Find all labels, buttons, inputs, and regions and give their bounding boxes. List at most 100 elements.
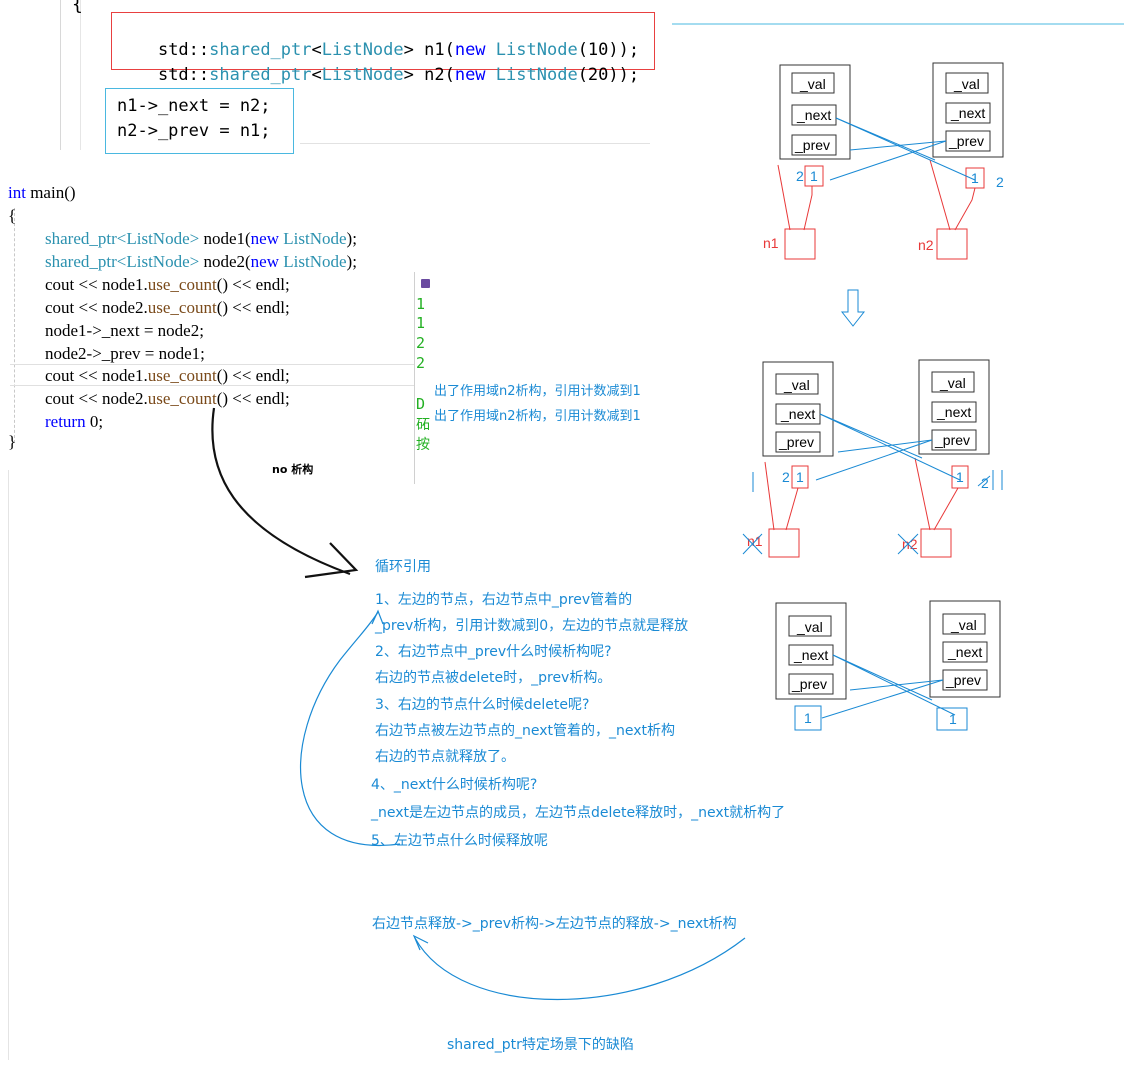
main-close-brace: } [8,432,17,451]
pointer-label-n1: n1 [763,235,779,251]
next-field [945,102,991,124]
prev-label: _prev [794,137,830,153]
prev-field [788,673,834,695]
val-label: _val [939,375,966,391]
next-field [942,641,988,663]
main-line-node2: shared_ptr<ListNode> node2(new ListNode)… [45,252,357,271]
red-arrow [929,159,951,231]
val-label: _val [953,76,980,92]
main-line-link-prev: node2->_prev = node1; [45,344,205,363]
val-label: _val [799,76,826,92]
current-line-highlight [10,364,415,386]
code-line-n2: std::shared_ptr<ListNode> n2(new ListNod… [157,65,640,85]
refcount-box [794,705,822,731]
blue-loop-curve [300,611,401,847]
main-line-node1: shared_ptr<ListNode> node1(new ListNode)… [45,229,357,248]
console-output-line: 2 [416,334,426,352]
pointer-label-n2: n2 [918,237,934,253]
red-arrow [785,487,799,531]
val-field [945,72,989,94]
next-label: _next [936,404,971,420]
code-gutter-line [60,0,61,150]
left-node [779,64,851,160]
code-brace: { [72,0,83,15]
refcount-old: 2 [996,174,1004,190]
red-arrow [933,487,959,531]
refcount-box [791,465,809,489]
stage-1: _val _next _prev _val _next _prev 1 2 1 … [763,62,1004,260]
refcount-box [804,165,824,187]
val-field [788,615,832,637]
val-label: _val [950,617,977,633]
refcount-struck-two: 2 [981,475,989,491]
explanation-line: 3、右边的节点什么时候delete呢? [375,697,590,713]
right-node [918,359,990,455]
left-node [762,361,834,457]
explanation-line: 5、左边节点什么时候释放呢 [371,833,548,849]
console-icon [421,279,430,288]
prev-label: _prev [945,672,981,688]
left-page-border [8,470,9,1060]
console-output-line: 按 [416,437,430,453]
refcount-old: 2 [782,469,790,485]
console-output-line: 1 [416,295,426,313]
prev-label: _prev [778,434,814,450]
blue-chain-arrowhead [412,934,429,951]
explanation-line: 2、右边节点中_prev什么时候析构呢? [375,644,612,660]
down-arrow-icon [840,289,866,327]
val-label: _val [783,377,810,393]
explanation-line: 右边的节点被delete时，_prev析构。 [375,670,612,686]
blue-pointer [821,679,944,719]
blue-loop-arrowhead [371,609,384,625]
console-output-line: D [416,395,426,413]
explanation-line: 4、_next什么时候析构呢? [371,777,538,793]
code-line-next: n1->_next = n2; [117,96,271,116]
black-curve-arrow [211,407,351,576]
red-arrow [764,461,775,531]
explanation-line: 右边的节点就释放了。 [375,749,515,765]
next-label: _next [950,105,985,121]
code-gutter-line [80,0,81,150]
next-label: _next [780,406,815,422]
refcount-value: 1 [956,469,964,485]
console-output-line: 砳 [416,417,430,433]
blue-pointer [849,679,944,691]
refcount-old: 2 [796,168,804,184]
val-label: _val [796,619,823,635]
refcount-value: 1 [796,469,804,485]
val-field [791,72,835,94]
refcount-box [936,707,968,731]
black-arrowhead [304,542,359,579]
red-arrow [914,457,931,531]
next-label: _next [947,644,982,660]
console-annotation: 出了作用域n2析构，引用计数减到1 [434,384,641,399]
refcount-value: 1 [949,711,957,727]
stage-2: _val _next _prev _val _next _prev 1 2 1 … [742,359,1003,558]
code-line-prev: n2->_prev = n1; [117,121,271,141]
blue-pointer [819,413,923,459]
explanation-line: _next是左边节点的成员，左边节点delete释放时，_next就析构了 [371,805,786,821]
prev-field [791,134,837,156]
blue-pointer [819,413,961,481]
next-label: _next [793,647,828,663]
main-open-brace: { [8,206,17,225]
next-label: _next [796,107,831,123]
caption: shared_ptr特定场景下的缺陷 [447,1037,634,1053]
console-left-border [414,272,415,484]
pointer-box-n2 [920,528,952,558]
stage-3: _val _next _prev _val _next _prev 1 1 [775,600,1001,731]
refcount-box [951,465,969,489]
red-arrow [777,164,791,231]
pointer-label-n2: n2 [902,536,918,552]
blue-pointer [849,140,947,151]
explanation-title: 循环引用 [375,559,431,575]
main-line-cout4: cout << node2.use_count() << endl; [45,389,290,408]
refcount-value: 1 [810,168,818,184]
refcount-value: 1 [971,170,979,186]
main-signature: int main() [8,183,76,202]
red-arrow [954,187,976,231]
blue-pointer [832,654,933,701]
divider-line [300,143,650,144]
